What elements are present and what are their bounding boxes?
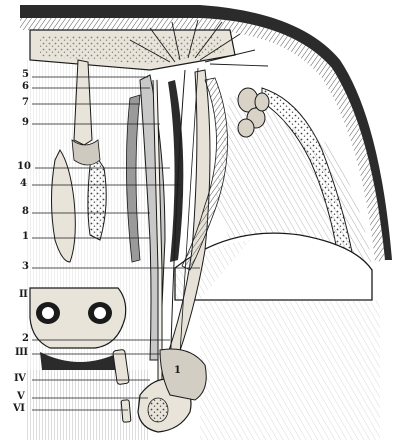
label-II: II bbox=[19, 290, 27, 300]
label-9: 9 bbox=[22, 118, 29, 128]
label-inner-1: 1 bbox=[174, 366, 181, 376]
label-1: 1 bbox=[22, 232, 29, 242]
lower-right-region bbox=[200, 300, 380, 440]
nerve-stump-trochlear bbox=[121, 400, 131, 423]
label-2: 2 bbox=[22, 334, 29, 344]
skull-base-lower-left bbox=[25, 370, 150, 440]
nerve-cut-face bbox=[148, 398, 168, 422]
label-III: III bbox=[15, 348, 28, 358]
label-V: V bbox=[17, 392, 24, 402]
label-8: 8 bbox=[22, 207, 29, 217]
label-IV: IV bbox=[14, 374, 25, 384]
label-10: 10 bbox=[17, 162, 31, 172]
label-3: 3 bbox=[22, 262, 29, 272]
label-5: 5 bbox=[22, 70, 29, 80]
label-6: 6 bbox=[22, 82, 29, 92]
label-VI: VI bbox=[13, 404, 24, 414]
label-4: 4 bbox=[20, 179, 27, 189]
label-7: 7 bbox=[22, 98, 29, 108]
